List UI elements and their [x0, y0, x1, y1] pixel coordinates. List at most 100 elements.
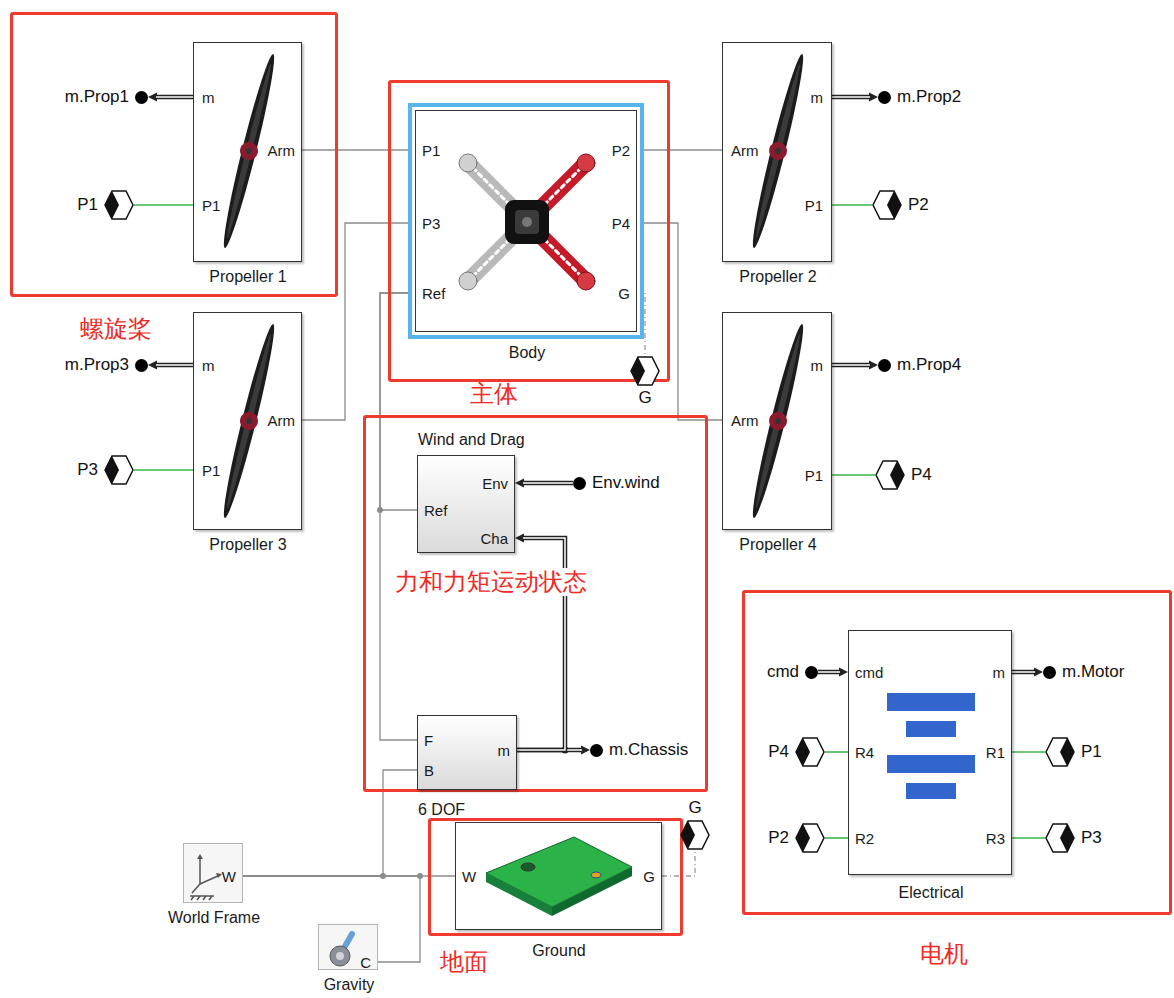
block-name: Gravity [324, 975, 375, 994]
subsystem-block: Wind and DragEnvRefCha [417, 455, 515, 553]
port-label: R1 [986, 744, 1005, 762]
port-label: P2 [768, 828, 789, 848]
physical-connection [662, 850, 695, 876]
tag-label: m.Chassis [609, 740, 688, 760]
signal-line [832, 93, 878, 102]
physical-connection [243, 770, 417, 876]
connection-port: P2 [872, 190, 932, 220]
block-name: Electrical [899, 883, 964, 902]
physical-connection [302, 223, 415, 420]
signal-tag: m.Prop1 [20, 86, 148, 108]
port-hexagon [104, 190, 134, 220]
signal-line [515, 479, 573, 488]
signal-tag: m.Prop4 [878, 354, 998, 376]
signal-line [515, 534, 565, 751]
port-label: F [424, 732, 433, 750]
electrical-connection [134, 205, 193, 206]
block-name: Wind and Drag [418, 430, 525, 449]
signal-line [148, 361, 193, 370]
port-hexagon [1045, 823, 1075, 853]
block-name: World Frame [168, 908, 260, 927]
tag-label: m.Prop3 [65, 355, 129, 375]
highlight-region: 电机cmdmR4R1R2R3Electricalcmdm.MotorP4P1P2… [742, 590, 1172, 915]
block-name: Body [509, 343, 545, 362]
physical-connection [380, 293, 417, 510]
port-label: Arm [268, 412, 296, 430]
port-hexagon [875, 460, 905, 490]
port-label: P2 [908, 195, 929, 215]
port-label: m [498, 742, 511, 760]
port-label: P3 [422, 215, 440, 233]
port-label: P4 [768, 742, 789, 762]
tag-label: m.Prop4 [897, 355, 961, 375]
port-label: m [811, 357, 824, 375]
signal-line [818, 668, 848, 677]
block-name: Propeller 3 [209, 535, 286, 554]
signal-line [1012, 668, 1043, 677]
physical-connection [637, 293, 645, 356]
physical-connection [637, 150, 722, 151]
connection-port: P4 [875, 460, 935, 490]
electrical-connection [825, 838, 848, 839]
port-hexagon [104, 455, 134, 485]
connection-port: P4 [752, 737, 825, 767]
electrical-connection [832, 205, 872, 206]
region-label: 电机 [920, 940, 968, 968]
physical-connection [637, 223, 722, 420]
port-label: P1 [77, 195, 98, 215]
port-label: C [360, 954, 371, 972]
connection-port: G [680, 792, 710, 850]
signal-tag: m.Chassis [590, 739, 700, 761]
port-label: R3 [986, 830, 1005, 848]
port-label: P4 [911, 465, 932, 485]
region-label: 螺旋桨 [80, 315, 152, 343]
electrical-block: cmdmR4R1R2R3Electrical [848, 630, 1012, 875]
tag-dot [878, 91, 891, 104]
electrical-connection [825, 752, 848, 753]
port-label: W [462, 868, 476, 886]
propeller-block: mArmP1Propeller 2 [722, 42, 832, 262]
port-label: G [688, 798, 701, 818]
propeller-block: mArmP1Propeller 4 [722, 312, 832, 530]
ground-block: WGGround [455, 822, 662, 930]
highlight-region: 地面WGGround [428, 818, 683, 936]
signal-line [832, 361, 878, 370]
port-label: P1 [422, 142, 440, 160]
tag-label: m.Prop1 [65, 87, 129, 107]
propeller-block: mArmP1Propeller 3 [193, 312, 302, 530]
electrical-connection [832, 475, 875, 476]
tag-dot [573, 477, 586, 490]
block-name: Propeller 1 [209, 267, 286, 286]
signal-tag: m.Motor [1043, 661, 1163, 683]
port-label: G [618, 285, 630, 303]
tag-label: m.Prop2 [897, 87, 961, 107]
port-hexagon [630, 356, 660, 386]
port-label: m [202, 89, 215, 107]
port-label: R4 [855, 744, 874, 762]
port-label: m [202, 357, 215, 375]
port-label: P1 [1081, 742, 1102, 762]
port-label: P2 [612, 142, 630, 160]
port-label: G [643, 868, 655, 886]
tag-dot [590, 744, 603, 757]
block-name: Propeller 4 [739, 535, 816, 554]
signal-tag: m.Prop2 [878, 86, 998, 108]
ground-illustration [456, 823, 663, 931]
port-hexagon [795, 823, 825, 853]
signal-line [148, 93, 193, 102]
body-illustration [416, 111, 638, 333]
port-label: P1 [805, 467, 823, 485]
electrical-connection [1012, 838, 1045, 839]
physical-connection [380, 293, 417, 740]
highlight-region: 主体P1P2P3P4RefGBody [388, 80, 670, 382]
port-label: P1 [202, 462, 220, 480]
tag-dot [878, 359, 891, 372]
electrical-connection [134, 470, 193, 471]
propeller-block: mArmP1Propeller 1 [193, 42, 302, 262]
port-label: Arm [731, 412, 759, 430]
port-label: cmd [855, 664, 883, 682]
gravity-block: CGravity [318, 924, 378, 970]
port-label: m [811, 89, 824, 107]
